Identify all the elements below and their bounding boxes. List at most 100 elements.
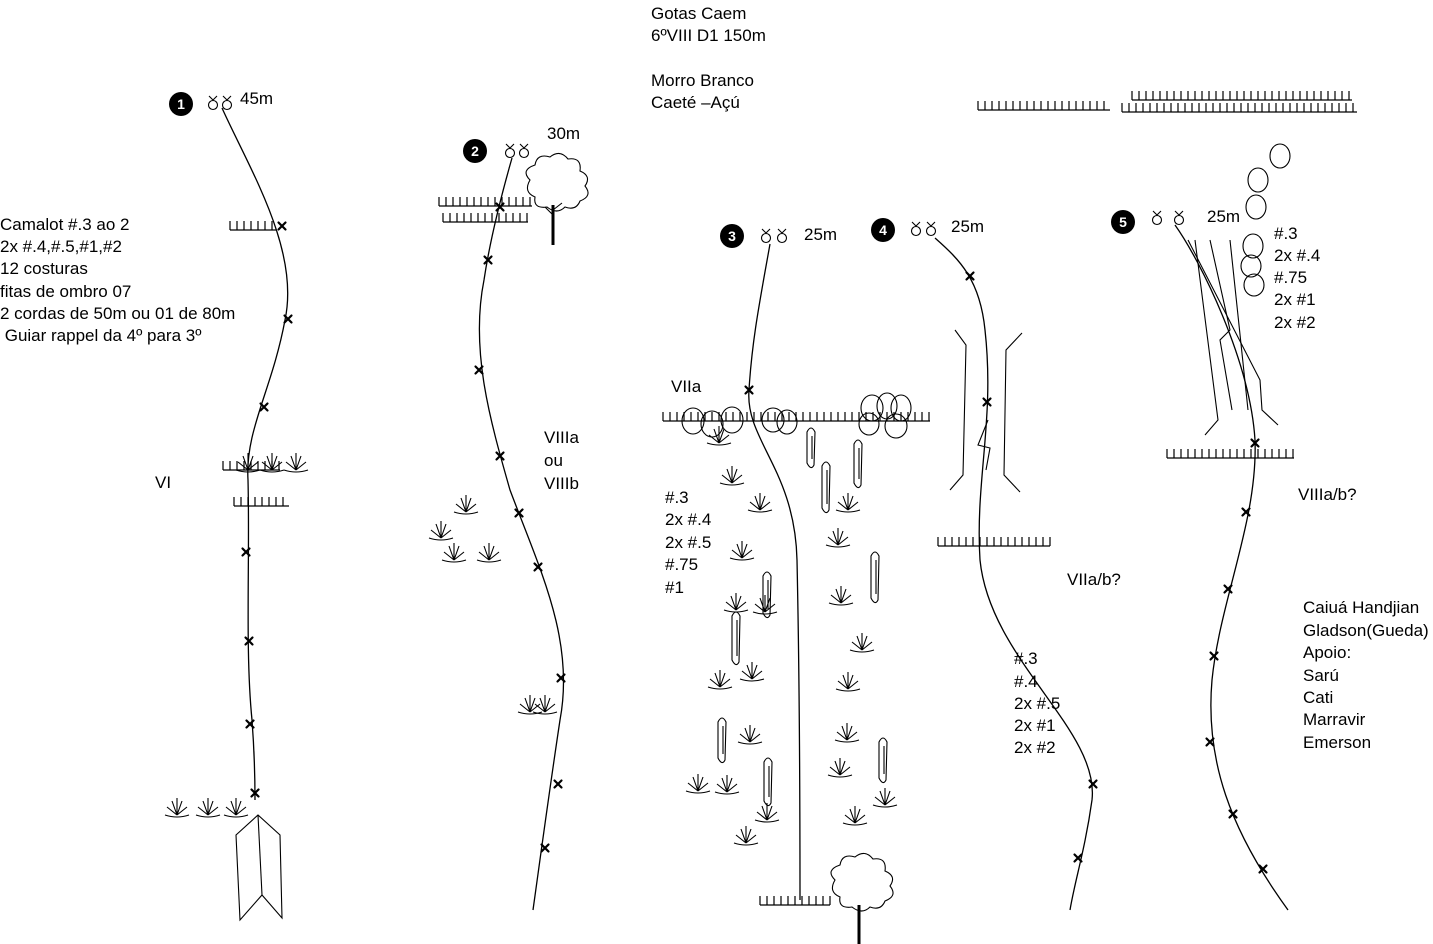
gear-item: #.75 [665,555,698,574]
credit-line: Apoio: [1303,643,1351,662]
grass-tuft-icon [283,453,309,473]
gear-line: 2 cordas de 50m ou 01 de 80m [0,304,235,323]
bolt-icon [250,788,260,798]
gear-line: 2x #.4,#.5,#1,#2 [0,237,122,256]
gear-item: #.3 [1014,649,1038,668]
bolt-marks [241,202,1268,874]
gear-item: 2x #1 [1274,290,1316,309]
grass-tuft-icon [685,774,711,794]
belay-marker [871,218,895,242]
ledge-icon [442,213,528,223]
grade-label: VI [155,473,171,492]
gear-item: 2x #.4 [1274,246,1320,265]
gear-item: 2x #2 [1274,313,1316,332]
gear-item: #1 [665,578,684,597]
gear-item: #.3 [1274,224,1298,243]
bolt-icon [744,385,754,395]
grass-tuft-icon [739,662,765,682]
pitch-number: 3 [728,228,736,244]
grass-tuft-icon [733,826,759,846]
bolt-icon [283,314,293,324]
grass-tuft-icon [828,586,854,606]
flake-icon [763,757,773,807]
route-grade-length: 6ºVIII D1 150m [651,26,766,45]
grade-label: VIIIa/b? [1298,485,1357,504]
pitch-number: 4 [879,222,887,238]
grass-tuft-icon [737,725,763,745]
gear-item: 2x #1 [1014,716,1056,735]
bolt-icon [1258,864,1268,874]
grass-tuft-icon [754,803,780,823]
grass-tuft-icon [827,758,853,778]
flake-icon [870,551,880,604]
flake-icon [853,439,863,489]
grass-tuft-icon [835,672,861,692]
ledge-icon [233,497,289,507]
grass-tuft-icon [872,788,898,808]
grade-label: VIIa/b? [1067,570,1121,589]
ledge-icon [977,101,1110,111]
flake-icon [806,427,816,469]
gear-item: 2x #.4 [665,510,711,529]
gear-line: fitas de ombro 07 [0,282,131,301]
grade-label: VIIa [671,377,702,396]
belay-marker [463,139,487,163]
grass-tuft-icon [476,543,502,563]
grade-label: ou [544,451,563,470]
pitch-2-anchor: 2 30m [463,124,580,163]
gear-item: #.3 [665,488,689,507]
pitch-1-anchor: 1 45m [169,89,273,116]
grass-tufts [164,426,898,846]
gear-item: 2x #.5 [665,533,711,552]
anchor-bolts-icon [760,228,788,244]
credit-line: Caiuá Handjian [1303,598,1419,617]
belay-marker [169,92,193,116]
anchor-bolts-icon [1151,210,1185,226]
ledge-icon [1121,103,1357,113]
grass-tuft-icon [834,723,860,743]
grass-tuft-icon [849,633,875,653]
ledge-icon [937,537,1051,547]
pitch-3-route-line [748,243,801,901]
bolt-icon [277,221,287,231]
grass-tuft-icon [707,670,733,690]
grass-tuft-icon [195,798,221,818]
route-name: Gotas Caem [651,4,746,23]
grade-label: VIIIb [544,474,579,493]
grass-tuft-icon [453,495,479,515]
gear-item: 2x #2 [1014,738,1056,757]
credit-line: Sarú [1303,666,1339,685]
gear-item: #.4 [1014,672,1038,691]
pitch-length: 25m [804,225,837,244]
bolt-icon [514,508,524,518]
bolt-icon [556,673,566,683]
bolt-icon [1088,779,1098,789]
grass-tuft-icon [517,695,543,715]
grass-tuft-icon [747,493,773,513]
credits: Caiuá Handjian Gladson(Gueda) Apoio: Sar… [1303,598,1429,752]
bolt-icon [1205,737,1215,747]
bolt-icon [540,843,550,853]
grass-tuft-icon [723,593,749,613]
pitch-4-route-line [934,237,1093,911]
ledge-icon [759,896,831,906]
gear-item: 2x #.5 [1014,694,1060,713]
ledge-icon [438,197,532,207]
pitch-4-anchor: 4 25m [871,217,984,242]
credit-line: Gladson(Gueda) [1303,621,1429,640]
pitch-5-route-line [1174,224,1289,911]
tree-icon [525,152,589,245]
pitch-5-crack-feature [1187,239,1279,436]
bolt-icon [533,562,543,572]
belay-marker [1111,210,1135,234]
grass-tuft-icon [235,453,261,473]
gear-line: Guiar rappel da 4º para 3º [0,326,201,345]
bolt-icon [965,271,975,281]
pitch-length: 25m [951,217,984,236]
pitch-length: 45m [240,89,273,108]
anchor-bolts-icon [207,95,233,111]
flake-icon [878,737,888,784]
pitch-2-route-line [478,157,565,911]
pitch-number: 2 [471,143,479,159]
